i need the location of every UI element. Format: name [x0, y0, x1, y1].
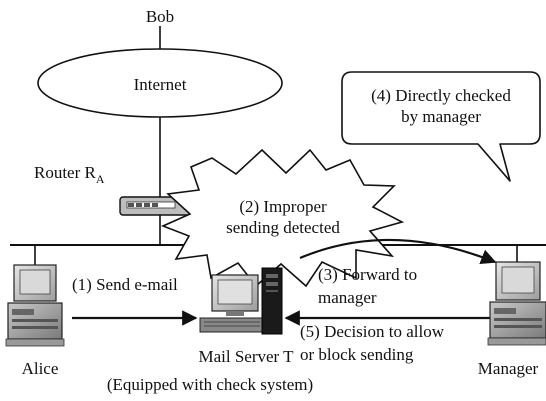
step5-line2: or block sending: [300, 345, 414, 364]
forward-curve-arrow: [299, 238, 497, 265]
step4-line1: (4) Directly checked: [371, 86, 511, 105]
step3-line2: manager: [318, 288, 377, 307]
improper-sending-starburst: [160, 148, 405, 288]
manager-label: Manager: [478, 359, 539, 378]
step2-line2: sending detected: [226, 218, 340, 237]
internet-cloud: [37, 48, 283, 118]
step1-label: (1) Send e-mail: [72, 275, 178, 294]
router-label: Router RA: [34, 163, 105, 186]
step5-line1: (5) Decision to allow: [300, 322, 445, 341]
mail-server-note: (Equipped with check system): [107, 375, 313, 394]
mail-server-computer: [199, 267, 283, 335]
internet-label: Internet: [134, 75, 187, 94]
mail-server-name: Mail Server T: [198, 347, 294, 366]
step3-line1: (3) Forward to: [318, 265, 417, 284]
bob-label: Bob: [146, 7, 174, 26]
directly-checked-bubble: [341, 71, 541, 182]
manager-computer: [487, 261, 546, 346]
step4-line2: by manager: [401, 107, 481, 126]
step2-line1: (2) Improper: [239, 197, 327, 216]
alice-computer: [5, 264, 65, 347]
alice-label: Alice: [22, 359, 59, 378]
